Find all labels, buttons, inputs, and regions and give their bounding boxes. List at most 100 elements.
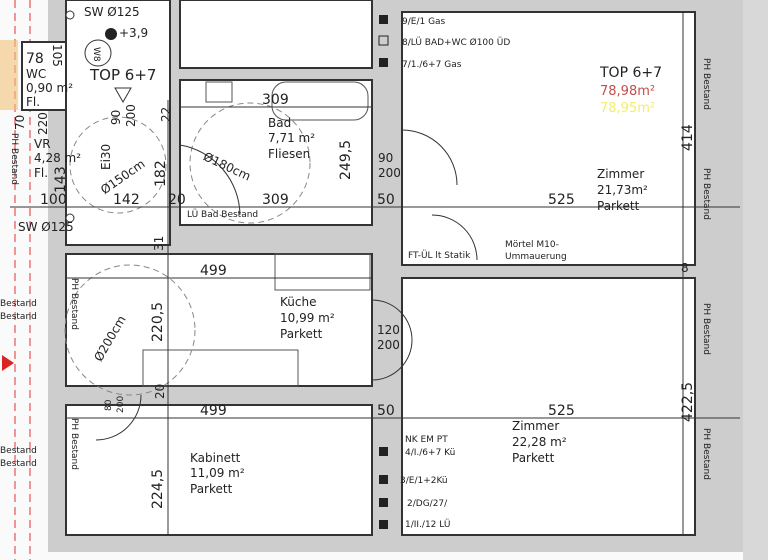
dim-label: 70 <box>13 115 27 130</box>
room-floor-kueche: Parkett <box>280 327 323 341</box>
dim-label: 220 <box>36 112 50 135</box>
shaft-label: NK EM PT <box>405 435 448 445</box>
room-area-vr: 4,28 m² <box>34 151 81 165</box>
dim-label: 90 <box>378 151 393 165</box>
dim-label: 20 <box>153 384 167 399</box>
room-area-zimmer-bottom: 22,28 m² <box>512 435 567 449</box>
dim-label: 105 <box>50 44 64 67</box>
room-name-zimmer-bottom: Zimmer <box>512 419 559 433</box>
room-name-wc: WC <box>26 67 46 81</box>
level-label: +3,9 <box>119 26 148 40</box>
unit-label: TOP 6+7 <box>599 65 662 81</box>
bathtub <box>271 81 369 121</box>
dim-label: 499 <box>200 263 227 279</box>
room-name-kabinett: Kabinett <box>190 451 241 465</box>
moertel-label: Mörtel M10- <box>505 240 559 250</box>
room-kabinett <box>65 404 373 536</box>
room-area-kabinett: 11,09 m² <box>190 466 245 480</box>
dim-label: 142 <box>113 192 140 208</box>
dim-label: 50 <box>377 403 395 419</box>
dim-label: 50 <box>377 192 395 208</box>
shaft-label: 2/DG/27/ <box>407 499 448 509</box>
shaft-icon <box>379 475 388 484</box>
dim-label: 182 <box>153 160 169 187</box>
dim-label: 422,5 <box>680 382 696 422</box>
ph-bestand-label: PH Bestand <box>701 58 711 110</box>
door-swing-kueche <box>371 299 413 381</box>
room-zimmer-bottom <box>401 277 696 536</box>
room-floor-zimmer-top: Parkett <box>597 199 640 213</box>
moertel-label: Ummauerung <box>505 252 567 262</box>
room-zimmer-top <box>401 11 696 266</box>
neighbor-wall <box>743 0 768 560</box>
room-upper-shaft-area <box>179 0 373 69</box>
room-name-zimmer-top: Zimmer <box>597 167 644 181</box>
room-kueche <box>65 253 373 387</box>
dim-label: 309 <box>262 192 289 208</box>
room-wc <box>21 41 71 111</box>
arrow-marker-icon <box>2 355 14 371</box>
ph-bestand-label: PH Bestand <box>69 418 79 470</box>
fire-door-label: Ei30 <box>99 144 113 170</box>
room-vr <box>65 0 171 246</box>
turning-circle-150 <box>69 116 167 214</box>
ft-ul-label: FT-ÜL lt Statik <box>408 250 471 261</box>
shaft-icon <box>379 58 388 67</box>
sink <box>205 81 233 103</box>
room-floor-vr: Fl. <box>34 166 48 180</box>
shaft-label: 9/E/1 Gas <box>402 17 446 27</box>
highlight-mark <box>0 40 18 110</box>
dim-label: 120 <box>377 323 400 337</box>
dim-label: 525 <box>548 403 575 419</box>
shaft-label: 8/LÜ BAD+WC Ø100 ÜD <box>402 37 510 48</box>
shaft-icon <box>379 498 388 507</box>
dim-label: 80 <box>104 399 114 411</box>
room-area-bad: 7,71 m² <box>268 131 315 145</box>
room-area-wc: 0,90 m² <box>26 81 73 95</box>
ph-bestand-label: PH Bestand <box>69 278 79 330</box>
room-name-kueche: Küche <box>280 295 316 309</box>
shaft-icon <box>379 520 388 529</box>
unit-area-secondary: 78,95m² <box>600 101 655 116</box>
unit-label-left: TOP 6+7 <box>89 66 156 84</box>
shaft-label: 4/I./6+7 Kü <box>405 448 455 458</box>
ph-bestand-label: PH Bestand <box>701 428 711 480</box>
dim-label: 78 <box>26 51 44 67</box>
unit-area-primary: 78,98m² <box>600 84 655 99</box>
door-swing-ft <box>431 214 478 261</box>
dim-label: 220,5 <box>150 302 166 342</box>
dim-label: 200 <box>116 396 126 413</box>
dim-label: 20 <box>168 192 186 208</box>
room-name-bad: Bad <box>268 116 291 130</box>
ph-bestand-label: PH Bestand <box>701 168 711 220</box>
ph-bestand-label: PH Bestand <box>9 133 19 185</box>
dim-label: 309 <box>262 92 289 108</box>
level-marker-icon <box>105 28 117 40</box>
shaft-icon <box>379 447 388 456</box>
dim-label: 200 <box>377 338 400 352</box>
sw-pipe-icon <box>65 213 75 223</box>
room-area-zimmer-top: 21,73m² <box>597 183 648 197</box>
shaft-label: 1/II./12 LÜ <box>405 519 450 530</box>
turning-circle-180 <box>189 102 311 224</box>
dim-label: 525 <box>548 192 575 208</box>
door-swing-zimmer <box>401 129 458 186</box>
room-area-kueche: 10,99 m² <box>280 311 335 325</box>
door-swing-kabinett <box>95 394 142 441</box>
dim-label: 31 <box>152 236 166 251</box>
w8-marker <box>84 39 112 67</box>
room-floor-wc: Fl. <box>26 95 40 109</box>
kitchen-counter <box>274 253 371 291</box>
dim-label: 249,5 <box>338 140 354 180</box>
dim-label: 499 <box>200 403 227 419</box>
entrance-triangle-icon <box>114 87 132 104</box>
bestand-label: Bestand <box>0 459 37 469</box>
kitchen-island <box>142 349 299 387</box>
shaft-label: 7/1./6+7 Gas <box>402 60 462 70</box>
dim-label: 200 <box>124 104 138 127</box>
dim-label: 8 <box>681 261 689 275</box>
bestand-label: Bestand <box>0 312 37 322</box>
dim-label: 100 <box>40 192 67 208</box>
room-floor-kabinett: Parkett <box>190 482 233 496</box>
